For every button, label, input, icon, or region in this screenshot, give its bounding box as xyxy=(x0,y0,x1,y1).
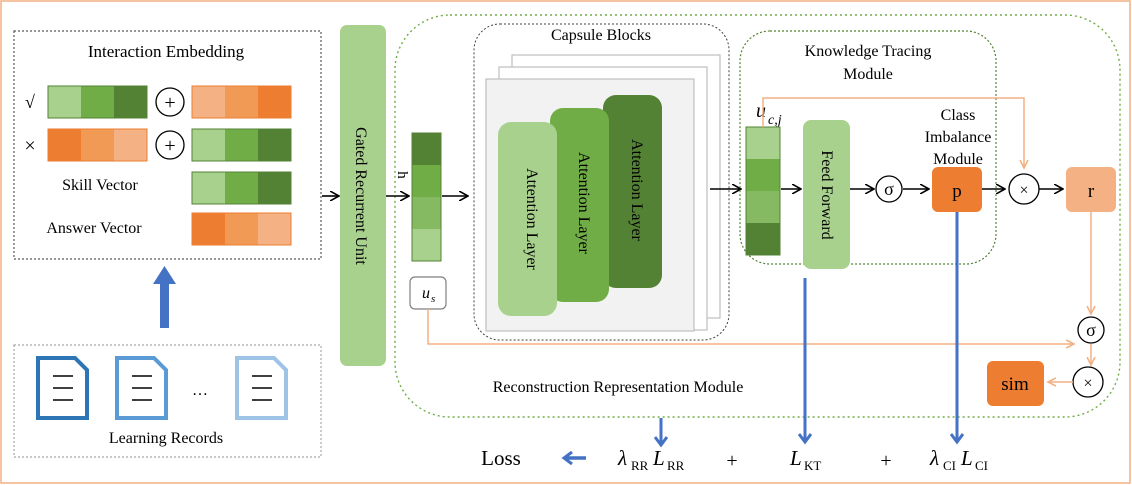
h-vector xyxy=(411,132,442,262)
us-box: u s xyxy=(409,276,447,310)
svg-text:CI: CI xyxy=(975,458,988,473)
records-panel-border xyxy=(13,344,322,458)
answer-vector-row2 xyxy=(47,128,148,162)
plus-circle-1: + xyxy=(155,87,185,117)
svg-text:×: × xyxy=(1083,375,1092,392)
svg-text:r: r xyxy=(1088,181,1095,202)
p-box: p xyxy=(932,167,982,212)
svg-text:p: p xyxy=(952,181,962,202)
svg-text:u: u xyxy=(422,285,430,302)
answer-vector-row1 xyxy=(191,85,292,119)
document-icon xyxy=(36,356,89,420)
times-node-1: × xyxy=(1008,173,1040,205)
r-box: r xyxy=(1066,167,1116,212)
capsule-panel-border xyxy=(473,23,730,341)
svg-text:Attention Layer: Attention Layer xyxy=(628,139,645,241)
ci-label-line1: Class xyxy=(941,107,976,124)
attention-layer-1: Attention Layer xyxy=(498,122,557,316)
us-to-sigma2-path xyxy=(427,309,1074,344)
records-label: Learning Records xyxy=(109,430,223,447)
gru-label: Gated Recurrent Unit xyxy=(352,127,369,265)
answer-vector-label: Answer Vector xyxy=(46,220,142,237)
capsule-blocks-panel: Capsule Blocks Attention Layer Attention… xyxy=(473,23,730,341)
ci-label-line3: Module xyxy=(933,151,983,168)
svg-text:sim: sim xyxy=(1001,374,1029,395)
svg-text:Attention Layer: Attention Layer xyxy=(575,152,592,254)
wrong-mark: × xyxy=(24,135,35,157)
skill-vector-legend xyxy=(191,171,292,205)
rr-loss-term: λ RR L RR xyxy=(617,446,685,473)
svg-text:KT: KT xyxy=(804,458,821,473)
h-label: h xyxy=(394,171,410,179)
svg-text:σ: σ xyxy=(1086,320,1096,340)
kt-title-line1: Knowledge Tracing xyxy=(805,43,932,60)
ucj-to-times-path xyxy=(762,97,1024,168)
svg-text:+: + xyxy=(164,135,175,157)
rr-module-label: Reconstruction Representation Module xyxy=(493,379,744,396)
svg-text:σ: σ xyxy=(884,179,894,199)
interaction-embedding-panel: Interaction Embedding √ × + xyxy=(13,30,322,260)
svg-text:L: L xyxy=(960,446,973,470)
kt-title-line2: Module xyxy=(843,66,893,83)
svg-text:c,j: c,j xyxy=(768,113,782,128)
rr-module-border xyxy=(394,14,1121,418)
records-to-embedding-arrow xyxy=(153,266,176,328)
feed-forward-block: Feed Forward xyxy=(803,120,850,269)
gru-bar xyxy=(340,25,386,366)
svg-text:Feed Forward: Feed Forward xyxy=(818,150,835,239)
plus-sign-1: + xyxy=(726,450,737,472)
sigma-node-1: σ xyxy=(875,175,903,203)
svg-text:Attention Layer: Attention Layer xyxy=(523,168,540,270)
svg-text:+: + xyxy=(164,92,175,114)
svg-text:λ: λ xyxy=(617,446,627,470)
ci-loss-term: λ CI L CI xyxy=(929,446,988,473)
attention-layer-3: Attention Layer xyxy=(603,95,662,288)
document-icon xyxy=(235,356,288,420)
svg-text:CI: CI xyxy=(943,458,956,473)
times-node-2: × xyxy=(1072,366,1104,398)
embedding-title: Interaction Embedding xyxy=(88,42,245,61)
skill-vector-label: Skill Vector xyxy=(62,177,138,194)
plus-sign-2: + xyxy=(880,450,891,472)
correct-mark: √ xyxy=(25,92,35,112)
sim-box: sim xyxy=(987,361,1044,406)
document-icon xyxy=(115,356,168,420)
plus-circle-2: + xyxy=(155,130,185,160)
ci-label-line2: Imbalance xyxy=(925,129,992,146)
ucj-label: u c,j xyxy=(756,100,782,128)
skill-vector-row1 xyxy=(47,85,148,119)
svg-text:RR: RR xyxy=(667,458,685,473)
sigma-node-2: σ xyxy=(1077,316,1105,344)
capsule-title: Capsule Blocks xyxy=(551,27,651,44)
attention-layer-2: Attention Layer xyxy=(550,108,609,302)
records-ellipsis: … xyxy=(192,382,208,399)
svg-text:s: s xyxy=(431,293,435,305)
kt-module-panel: Knowledge Tracing Module xyxy=(739,30,997,265)
svg-text:L: L xyxy=(652,446,665,470)
svg-text:u: u xyxy=(756,100,766,122)
gru-block: Gated Recurrent Unit xyxy=(340,25,386,366)
answer-vector-legend xyxy=(191,212,292,246)
embedding-panel-border xyxy=(13,30,322,260)
svg-text:×: × xyxy=(1019,182,1028,199)
kt-loss-term: L KT xyxy=(789,446,821,473)
kt-panel-border xyxy=(739,30,997,265)
learning-records-panel: … Learning Records xyxy=(13,344,322,458)
svg-text:λ: λ xyxy=(929,446,939,470)
svg-text:RR: RR xyxy=(631,458,649,473)
loss-label: Loss xyxy=(481,446,521,470)
svg-text:L: L xyxy=(789,446,802,470)
ucj-vector xyxy=(745,126,781,256)
skill-vector-row2 xyxy=(191,128,292,162)
